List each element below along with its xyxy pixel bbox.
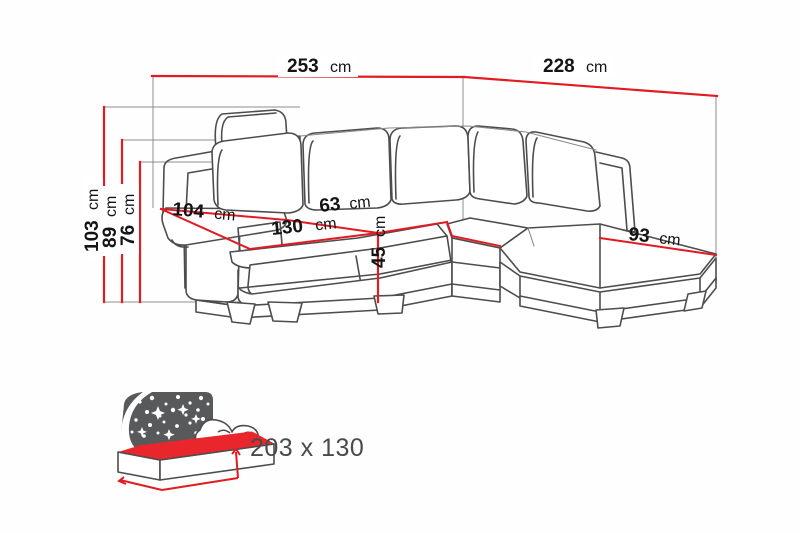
dim-unit-63: cm <box>348 194 371 213</box>
leg-front-left <box>226 301 256 325</box>
dim-label-228: 228 cm <box>534 55 614 77</box>
sleeping-area-label: 203 x 130 <box>250 434 364 462</box>
leg-front-left-2 <box>267 301 303 323</box>
sky-swoosh <box>121 392 152 448</box>
dim-label-89: 89 cm <box>100 186 121 256</box>
dim-unit-89: cm <box>103 196 120 217</box>
sofa-back-left-panel <box>162 135 301 214</box>
leg-chaise-right <box>683 290 707 312</box>
sofa-illustration <box>161 109 717 329</box>
dim-value-63: 63 <box>318 194 341 217</box>
dim-unit-103: cm <box>85 189 102 210</box>
chaise-seat-surface <box>499 223 717 289</box>
dim-value-89: 89 <box>100 227 121 248</box>
chaise-base <box>519 277 717 323</box>
dim-line-63 <box>376 220 449 235</box>
dim-value-93: 93 <box>627 224 650 247</box>
leg-chaise-front <box>595 307 625 329</box>
back-cushion-corner <box>467 125 528 205</box>
dim-value-103: 103 <box>82 220 103 252</box>
dim-value-45: 45 <box>369 246 390 268</box>
dim-label-63: 63 cm <box>318 194 371 217</box>
dim-value-228: 228 <box>543 56 575 77</box>
dim-unit-93: cm <box>658 230 681 249</box>
dim-label-45: 45 cm <box>369 216 390 268</box>
dim-unit-76: cm <box>121 194 138 215</box>
night-sky-backdrop <box>121 392 213 448</box>
corner-base <box>451 283 501 303</box>
dim-unit-130: cm <box>314 215 337 234</box>
chaise-end-post <box>595 151 636 233</box>
eye-line-1 <box>217 429 231 434</box>
dim-unit-253: cm <box>330 59 351 76</box>
dim-unit-45: cm <box>372 216 389 237</box>
bed-sleeping-icon <box>117 392 276 491</box>
dim-line-130 <box>248 231 380 251</box>
dim-label-104: 104 cm <box>172 199 237 225</box>
dim-unit-104: cm <box>213 206 236 225</box>
dim-label-253: 253 cm <box>278 55 358 77</box>
dim-line-228 <box>462 75 719 98</box>
dim-value-76: 76 <box>118 225 139 246</box>
stars-group <box>128 395 210 441</box>
back-cushion-3 <box>389 125 471 205</box>
dim-value-253: 253 <box>287 56 319 77</box>
dim-value-104: 104 <box>172 199 206 223</box>
leg-corner <box>373 294 405 315</box>
dim-label-103: 103 cm <box>82 178 103 260</box>
dim-label-76: 76 cm <box>118 184 139 254</box>
left-seat-surface <box>229 223 448 269</box>
dim-label-130: 130 cm <box>270 215 337 240</box>
dim-unit-228: cm <box>586 59 607 76</box>
back-cushion-1 <box>211 132 304 214</box>
dim-line-93 <box>598 236 718 257</box>
dim-label-93: 93 cm <box>627 224 681 249</box>
dim-value-130: 130 <box>270 216 304 240</box>
back-cushion-chaise <box>525 131 601 212</box>
back-cushion-2 <box>302 127 392 211</box>
mattress-edge-red <box>118 432 274 460</box>
dim-line-104 <box>159 207 289 222</box>
mattress-dim-arrows <box>117 447 241 491</box>
